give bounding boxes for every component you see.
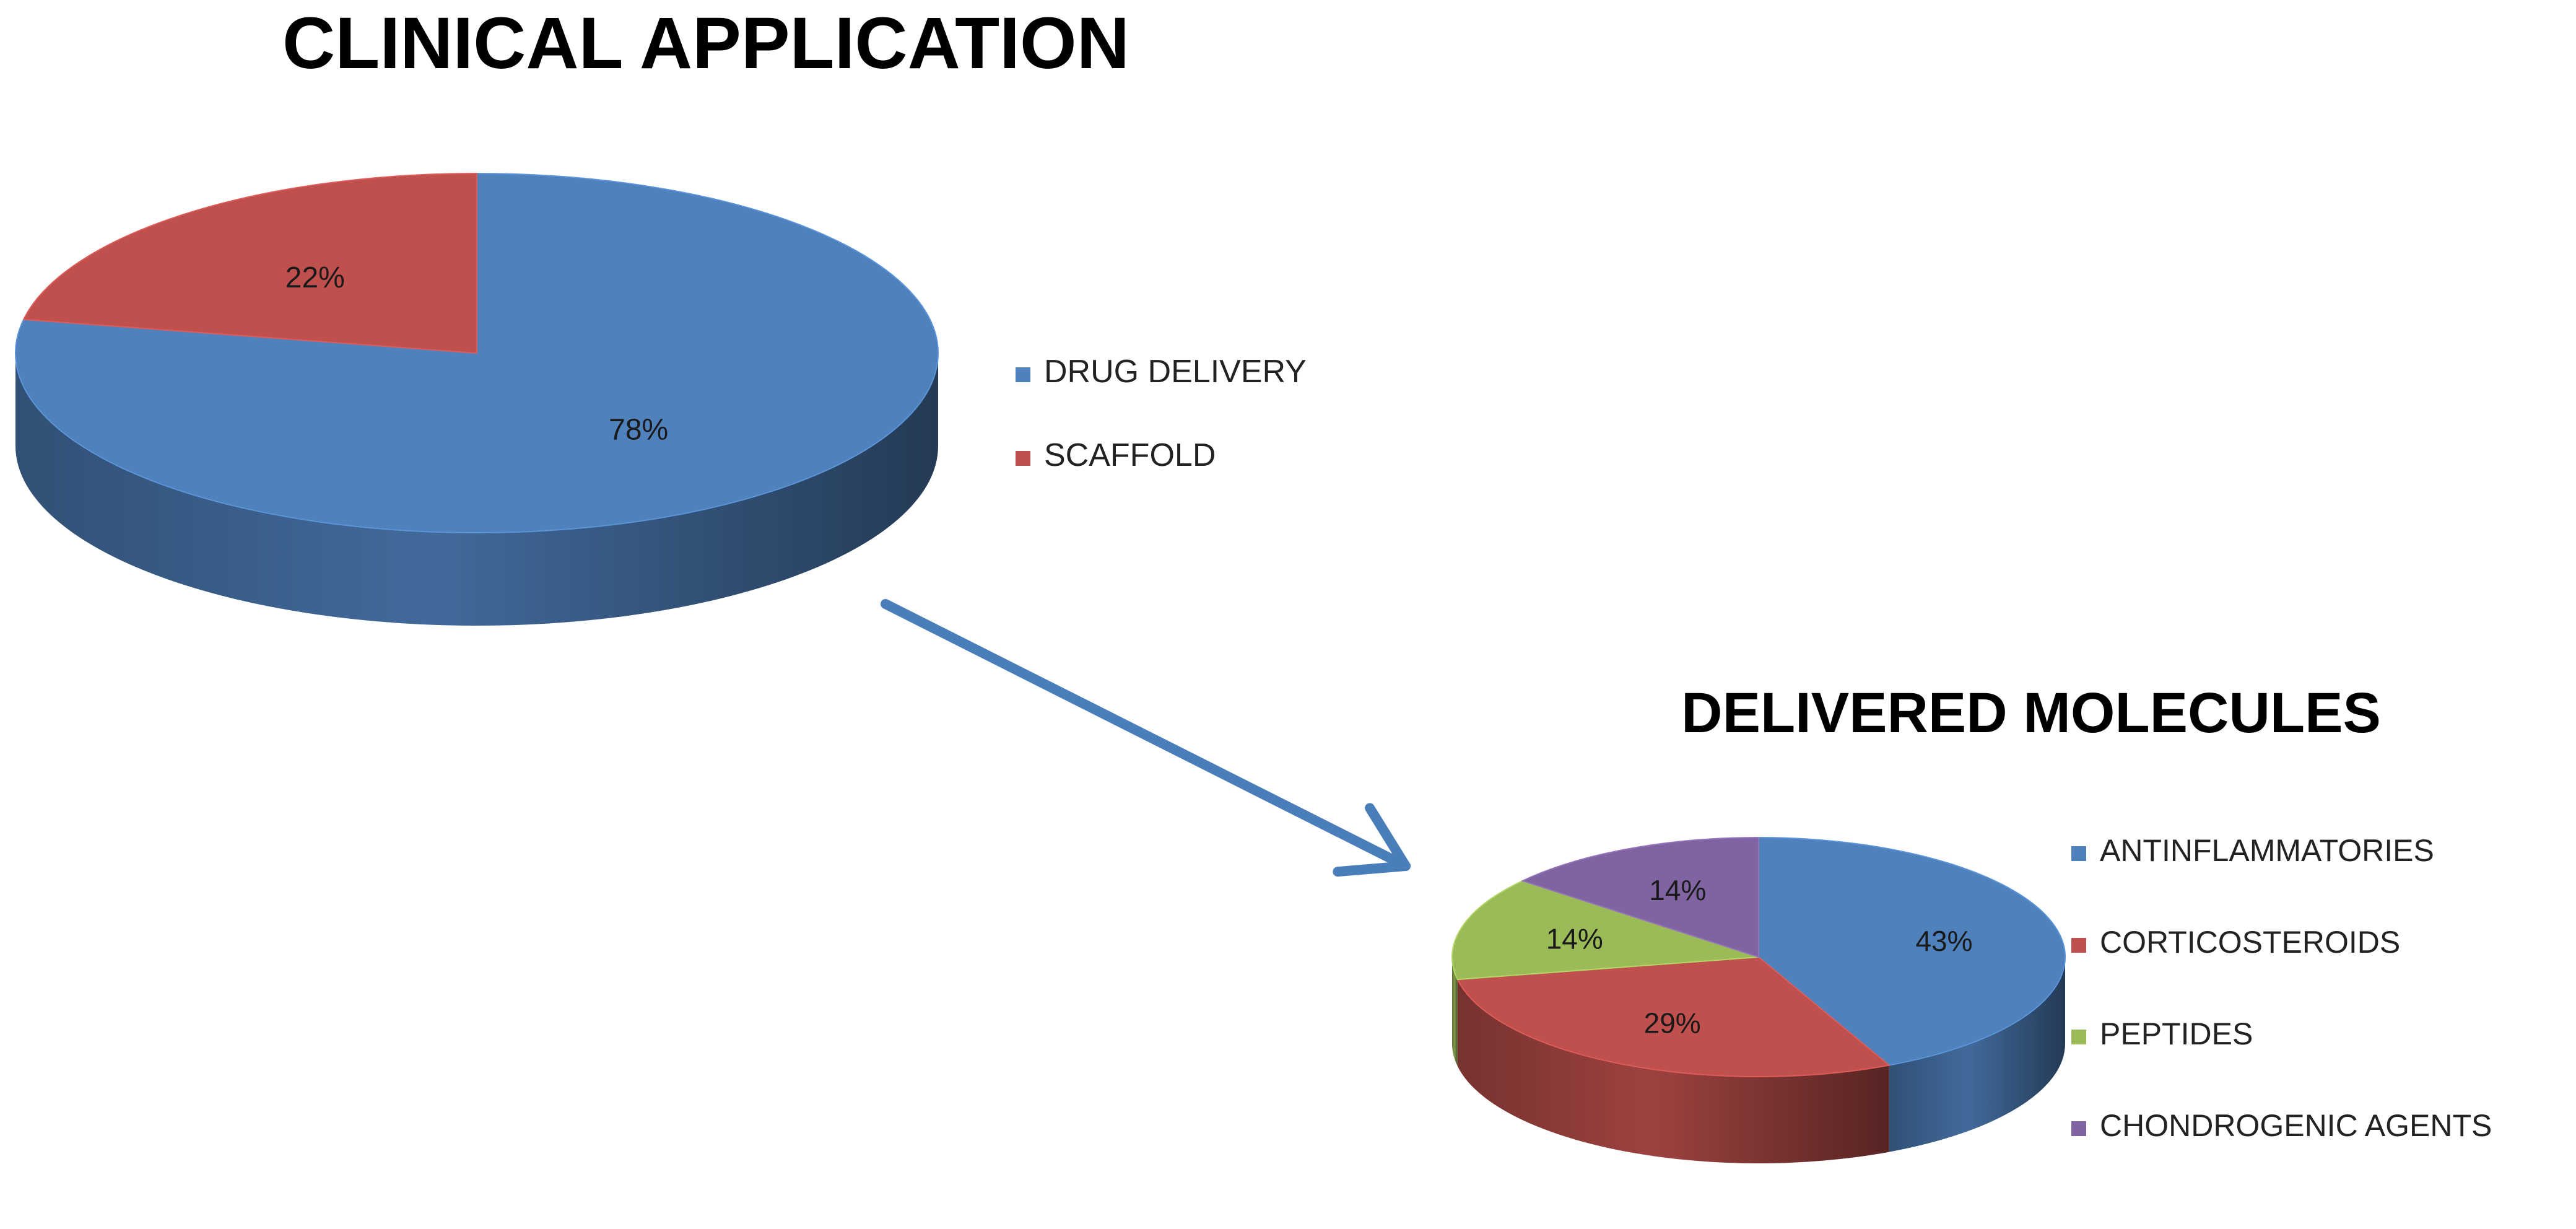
pie-slice-antinflammatories [1758,836,2066,1066]
legend-swatch-peptides [2071,1030,2086,1044]
pie-slice-peptides [1451,880,1759,981]
legend-swatch-chondrogenic-agents [2071,1121,2086,1136]
legend-swatch-antinflammatories [2071,846,2086,861]
pie-chart-delivered-molecules: DELIVERED MOLECULES 43% 29% 14% 14% ANTINFLAM… [1451,681,2492,1163]
data-label-peptides: 14% [1546,922,1603,955]
legend-label-corticosteroids: CORTICOSTEROIDS [2100,925,2400,960]
legend-label-antinflammatories: ANTINFLAMMATORIES [2100,833,2434,868]
legend-swatch-corticosteroids [2071,938,2086,953]
pie-side-corticosteroids [1457,979,1889,1163]
pie-slice-chondrogenic-agents [1520,836,1759,958]
pie-slice-drug-delivery [15,172,939,533]
connector-arrow [881,599,1411,877]
data-label-scaffold: 22% [285,261,345,294]
legend: DRUG DELIVERY SCAFFOLD [1016,354,1307,473]
chart-title: CLINICAL APPLICATION [282,2,1129,84]
legend-swatch-drug-delivery [1016,367,1030,382]
data-label-antinflammatories: 43% [1915,925,1972,957]
pie-side-antinflammatories [1889,957,2065,1152]
legend-label-chondrogenic-agents: CHONDROGENIC AGENTS [2100,1108,2492,1143]
data-label-corticosteroids: 29% [1644,1007,1701,1039]
legend-swatch-scaffold [1016,451,1030,466]
pie-side-peptides [1452,957,1458,1067]
legend: ANTINFLAMMATORIES CORTICOSTEROIDS PEPTIDES… [2071,833,2492,1143]
data-label-drug-delivery: 78% [609,414,668,447]
pie-side-drug-delivery [15,353,938,626]
pie-chart-clinical-application: CLINICAL APPLICATION 78% 22% DRUG DELIVERY S… [15,2,1307,626]
legend-label-drug-delivery: DRUG DELIVERY [1044,354,1307,390]
legend-label-peptides: PEPTIDES [2100,1017,2253,1051]
pie-slice-scaffold [22,172,477,354]
pie-slice-corticosteroids [1456,956,1891,1077]
chart-title: DELIVERED MOLECULES [1681,681,2381,745]
legend-label-scaffold: SCAFFOLD [1044,437,1216,473]
data-label-chondrogenic-agents: 14% [1649,874,1706,906]
